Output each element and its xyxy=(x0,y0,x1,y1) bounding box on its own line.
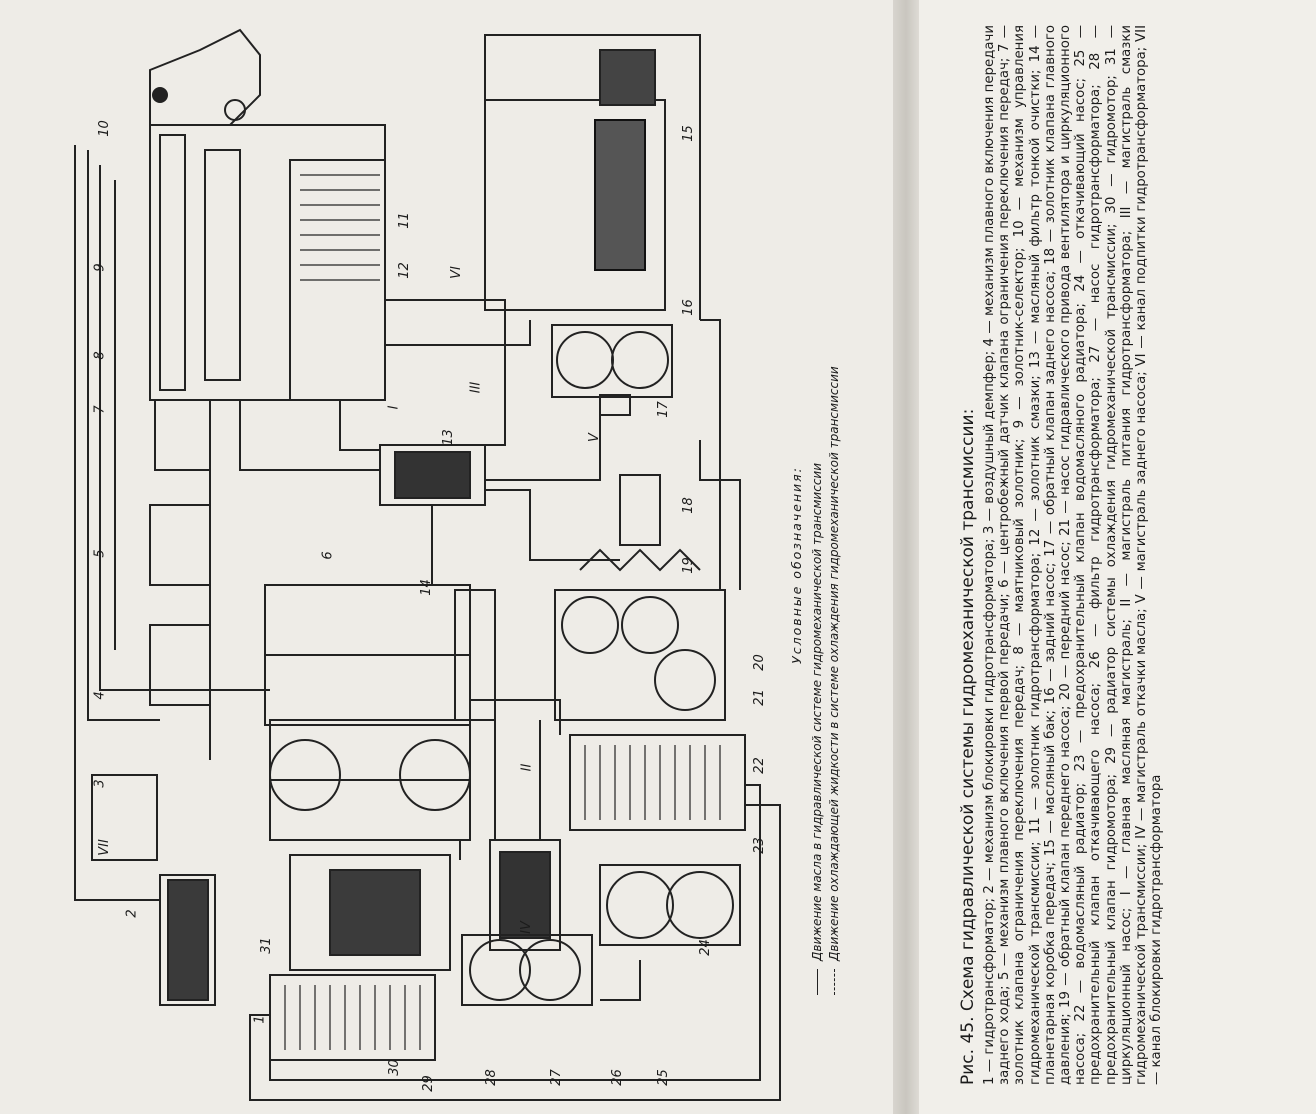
callout-7: 7 xyxy=(92,405,108,414)
main-pressure-valve-18 xyxy=(619,474,661,546)
book-gutter xyxy=(893,0,919,1114)
legend-dashed-line xyxy=(834,969,835,995)
spring-block xyxy=(289,159,386,401)
callout-22: 22 xyxy=(751,757,767,774)
right-page xyxy=(905,0,1316,1114)
gearbox-end-block xyxy=(454,589,496,721)
callout-11: 11 xyxy=(396,212,412,229)
callout-12: 12 xyxy=(396,262,412,279)
callout-30: 30 xyxy=(386,1059,402,1076)
callout-24: 24 xyxy=(697,939,713,956)
callout-2: 2 xyxy=(124,909,140,918)
converter-pump-27-gear-a xyxy=(469,939,531,1001)
scavenge-pump-gear-a xyxy=(606,871,674,939)
callout-1: 1 xyxy=(252,1015,268,1024)
air-damper-3 xyxy=(91,774,158,861)
hydromotor-30 xyxy=(289,854,451,971)
callout-20: 20 xyxy=(751,654,767,671)
callout-6: 6 xyxy=(320,551,336,560)
hydraulic-schematic xyxy=(74,28,781,1101)
spool-9 xyxy=(159,134,186,391)
callout-14: 14 xyxy=(418,579,434,596)
callout-27: 27 xyxy=(548,1069,564,1086)
figure-caption: Рис. 45. Схема гидравлической системы ги… xyxy=(957,25,1287,1085)
legend-heading: Условные обозначения: xyxy=(789,466,804,664)
oil-tank xyxy=(484,99,666,311)
line-VII xyxy=(74,145,160,901)
control-mechanism-housing xyxy=(149,28,261,126)
legend-item-coolant: Движение охлаждающей жидкости в системе … xyxy=(826,255,843,995)
callout-5: 5 xyxy=(92,549,108,558)
rear-pump-gear-b xyxy=(611,331,669,389)
rear-pump-housing xyxy=(551,324,673,398)
callout-23: 23 xyxy=(751,837,767,854)
oil-water-radiator-22 xyxy=(569,734,746,831)
front-pump-20 xyxy=(654,649,716,711)
check-valve-17 xyxy=(599,394,631,416)
callout-9: 9 xyxy=(92,263,108,272)
tank-filter xyxy=(594,119,646,271)
callout-15: 15 xyxy=(680,125,696,142)
callout-29: 29 xyxy=(420,1075,436,1092)
callout-I: I xyxy=(386,405,402,410)
tank-frame xyxy=(484,34,701,320)
legend-item-oil: Движение масла в гидравлической системе … xyxy=(809,255,826,995)
callout-13: 13 xyxy=(440,429,456,446)
callout-II: II xyxy=(519,763,535,772)
smooth-engage-1st-gear-5 xyxy=(149,504,211,586)
caption-body: 1 — гидротрансформатор; 2 — механизм бло… xyxy=(982,25,1165,1085)
callout-8: 8 xyxy=(92,351,108,360)
callout-21: 21 xyxy=(751,689,767,706)
callout-VI: VI xyxy=(448,266,464,279)
figure-legend: Условные обозначения: Движение масла в г… xyxy=(788,255,878,995)
main-valve-spring xyxy=(579,548,701,572)
scavenge-pump-gear-b xyxy=(666,871,734,939)
caption-title: Рис. 45. Схема гидравлической системы ги… xyxy=(958,408,978,1085)
converter-filter-26 xyxy=(489,839,561,951)
callout-25: 25 xyxy=(655,1069,671,1086)
callout-18: 18 xyxy=(680,497,696,514)
callout-19: 19 xyxy=(680,557,696,574)
converter-pump-27-gear-b xyxy=(519,939,581,1001)
cooling-radiator-29 xyxy=(269,974,436,1061)
legend-solid-line xyxy=(817,969,818,995)
filter-element-13 xyxy=(394,451,471,499)
callout-10: 10 xyxy=(96,120,112,137)
callout-17: 17 xyxy=(655,401,671,418)
spool-7-8 xyxy=(204,149,241,381)
callout-4: 4 xyxy=(92,691,108,700)
front-pump-housing xyxy=(554,589,726,721)
scavenge-pump-24 xyxy=(599,864,741,946)
rear-pump-gear-a xyxy=(556,331,614,389)
callout-V: V xyxy=(586,433,602,442)
callout-IV: IV xyxy=(518,921,534,934)
callout-28: 28 xyxy=(483,1069,499,1086)
legend-item-coolant-text: Движение охлаждающей жидкости в системе … xyxy=(827,366,841,961)
callout-16: 16 xyxy=(680,299,696,316)
smooth-engage-reverse-4 xyxy=(149,624,211,706)
converter-pump-27 xyxy=(461,934,593,1006)
legend-item-oil-text: Движение масла в гидравлической системе … xyxy=(810,462,824,961)
pump-21-gear-b xyxy=(621,596,679,654)
tank-top-filter xyxy=(599,49,656,106)
callout-VII: VII xyxy=(96,839,112,856)
converter-lockup-2 xyxy=(159,874,216,1006)
callout-31: 31 xyxy=(258,937,274,954)
callout-3: 3 xyxy=(92,779,108,788)
spring-coils xyxy=(300,174,380,281)
pump-21-gear-a xyxy=(561,596,619,654)
callout-III: III xyxy=(468,381,484,394)
callout-26: 26 xyxy=(609,1069,625,1086)
